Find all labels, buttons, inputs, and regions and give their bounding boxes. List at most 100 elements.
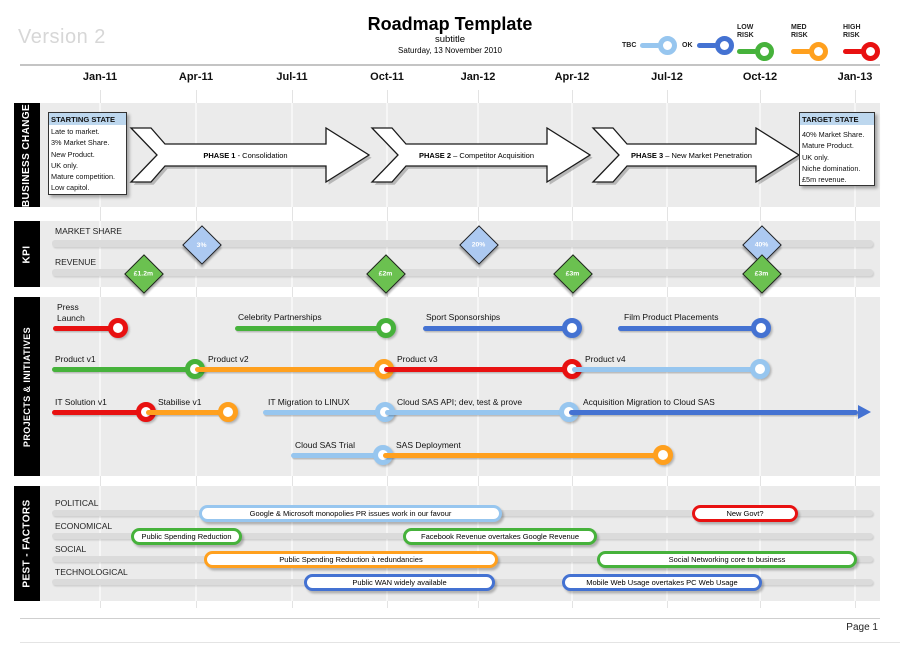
legend-item-low-risk: LOW RISK: [737, 24, 774, 61]
band-gridline: [386, 103, 388, 207]
legend-line-row: [737, 42, 774, 61]
phase-arrow-label: PHASE 1 - Consolidation: [203, 151, 287, 160]
band-gridline: [571, 297, 573, 476]
sidebar-projects: PROJECTS & INITIATIVES: [14, 297, 40, 476]
pest-pill[interactable]: Google & Microsoft monopolies PR issues …: [199, 504, 502, 522]
project-label: Film Product Placements: [624, 312, 719, 322]
legend-line: [696, 43, 717, 48]
pest-row-label: POLITICAL: [55, 498, 99, 508]
phase-arrow: [370, 126, 592, 184]
footer-divider: [20, 618, 880, 619]
legend-ring-icon: [755, 42, 774, 61]
project-segment-line[interactable]: [235, 325, 386, 331]
band-gridline: [666, 297, 668, 476]
project-label: Product v1: [55, 354, 96, 364]
project-segment-line[interactable]: [263, 409, 385, 415]
band-gridline: [99, 297, 101, 476]
project-segment-line[interactable]: [52, 366, 195, 372]
project-segment-line[interactable]: [618, 325, 761, 331]
kpi-milestone-value: £1.2m: [134, 270, 154, 277]
pest-pill[interactable]: Mobile Web Usage overtakes PC Web Usage: [562, 573, 762, 591]
milestone-ring-icon[interactable]: [653, 445, 673, 465]
timeline-month-label: Jan-13: [837, 71, 873, 83]
timeline-month-label: Jul-12: [651, 71, 683, 83]
project-segment-line[interactable]: [383, 452, 663, 458]
legend-item-high-risk: HIGH RISK: [843, 24, 880, 61]
legend-label: MED RISK: [791, 24, 808, 39]
state-line: Low capitol.: [51, 183, 90, 193]
project-segment-line[interactable]: [384, 366, 572, 372]
project-segment-line[interactable]: [146, 409, 228, 415]
title-block: Roadmap Template subtitle Saturday, 13 N…: [0, 14, 900, 55]
sidebar-label-business-change: BUSINESS CHANGE: [21, 103, 33, 207]
pest-pill[interactable]: Public Spending Reduction: [131, 527, 242, 545]
milestone-ring-icon[interactable]: [751, 318, 771, 338]
page-title: Roadmap Template: [367, 14, 533, 34]
band-gridline: [195, 297, 197, 476]
project-segment-line[interactable]: [195, 366, 384, 372]
legend-ring-icon: [714, 36, 734, 55]
project-segment-line[interactable]: [385, 409, 569, 415]
state-line: UK only.: [51, 160, 79, 170]
legend-ring-icon: [861, 42, 880, 61]
milestone-ring-icon[interactable]: [108, 318, 128, 338]
state-line: 3% Market Share.: [51, 138, 110, 148]
project-label: Cloud SAS API; dev, test & prove: [397, 397, 523, 407]
band-gridline: [386, 221, 388, 287]
pest-pill[interactable]: New Govt?: [692, 504, 798, 522]
milestone-ring-icon[interactable]: [218, 402, 238, 422]
project-segment-line[interactable]: [291, 452, 383, 458]
project-segment-line[interactable]: [572, 366, 760, 372]
band-gridline: [477, 297, 479, 476]
project-label: Celebrity Partnerships: [238, 312, 322, 322]
project-segment-line[interactable]: [53, 325, 118, 331]
milestone-ring-icon[interactable]: [562, 318, 582, 338]
segment-arrowhead-icon: [858, 405, 871, 419]
legend-line: [737, 49, 757, 54]
kpi-milestone-value: 20%: [472, 240, 486, 248]
page-date: Saturday, 13 November 2010: [398, 45, 502, 55]
band-gridline: [291, 221, 293, 287]
pest-pill[interactable]: Public Spending Reduction à redundancies: [204, 550, 498, 568]
milestone-ring-icon[interactable]: [376, 318, 396, 338]
legend-line: [640, 43, 661, 48]
pest-row-label: SOCIAL: [55, 544, 87, 554]
starting-state-title: STARTING STATE: [49, 113, 126, 125]
starting-state-box: STARTING STATE Late to market.3% Market …: [48, 112, 127, 195]
project-label: IT Migration to LINUX: [268, 397, 350, 407]
kpi-milestone-value: £2m: [379, 269, 393, 277]
kpi-milestone-value: £3m: [566, 269, 580, 277]
band-kpi: [40, 221, 880, 287]
legend-item-tbc: TBC: [622, 36, 678, 55]
milestone-ring-icon[interactable]: [750, 359, 770, 379]
sidebar-label-projects: PROJECTS & INITIATIVES: [22, 326, 32, 447]
project-segment-line[interactable]: [569, 409, 858, 415]
sidebar-pest: PEST - FACTORS: [14, 486, 40, 601]
legend-label: HIGH RISK: [843, 24, 861, 39]
project-label: Cloud SAS Trial: [295, 440, 355, 450]
kpi-track[interactable]: [52, 269, 873, 276]
header-divider: [20, 64, 880, 66]
legend-item-med-risk: MED RISK: [791, 24, 828, 61]
kpi-milestone-value: £3m: [755, 269, 769, 277]
version-label: Version 2: [18, 26, 106, 48]
legend-line: [843, 49, 863, 54]
starting-state-lines: Late to market.3% Market Share.New Produ…: [49, 125, 126, 194]
legend-label: OK: [682, 42, 693, 49]
project-segment-line[interactable]: [52, 409, 146, 415]
pest-pill[interactable]: Social Networking core to business: [597, 550, 857, 568]
project-segment-line[interactable]: [423, 325, 572, 331]
band-gridline: [386, 297, 388, 476]
project-label: Acquisition Migration to Cloud SAS: [583, 397, 715, 407]
pest-pill[interactable]: Public WAN widely available: [304, 573, 495, 591]
project-label: Stabilise v1: [158, 397, 202, 407]
kpi-row-label: MARKET SHARE: [55, 226, 122, 236]
band-gridline: [666, 221, 668, 287]
pest-row-label: ECONOMICAL: [55, 521, 113, 531]
page-bottom-edge: [20, 642, 900, 643]
pest-pill[interactable]: Facebook Revenue overtakes Google Revenu…: [403, 527, 597, 545]
legend-line: [791, 49, 811, 54]
project-label: Sport Sponsorships: [426, 312, 501, 322]
band-gridline: [291, 297, 293, 476]
